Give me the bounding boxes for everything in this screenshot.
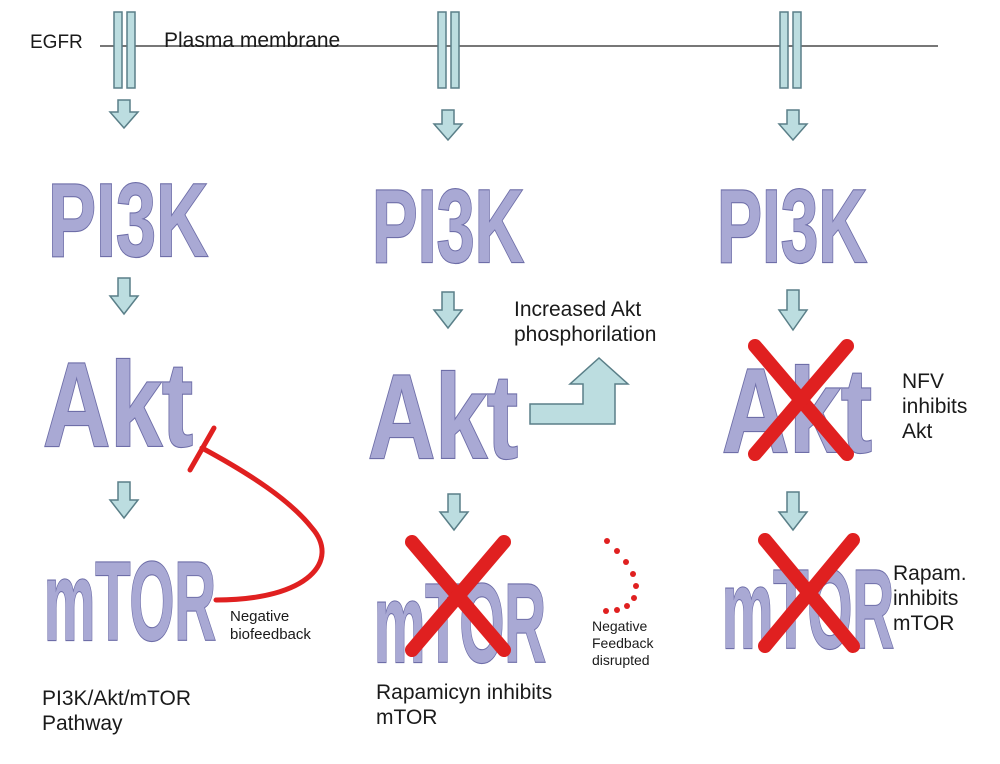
feedback-disrupted-label: Negative Feedback disrupted — [592, 618, 654, 668]
node-pi3k-col1: PI3K — [48, 163, 208, 279]
negative-biofeedback-label: Negative biofeedback — [230, 608, 311, 643]
down-arrow-icon — [432, 109, 464, 142]
nfv-inhibits-akt-label: NFV inhibits Akt — [902, 370, 968, 443]
increased-akt-label: Increased Akt phosphorilation — [514, 298, 657, 346]
rapamycin-caption: Rapamicyn inhibits mTOR — [376, 681, 553, 729]
egfr-label: EGFR — [30, 32, 83, 53]
down-arrow-icon — [108, 481, 140, 520]
down-arrow-icon — [438, 493, 470, 532]
down-arrow-icon — [108, 99, 140, 130]
red-x-icon — [405, 535, 511, 657]
down-arrow-icon — [777, 491, 809, 532]
node-pi3k-col2: PI3K — [372, 169, 524, 285]
node-mtor-col2: mTOR — [374, 561, 546, 686]
down-arrow-icon — [777, 289, 809, 332]
node-pi3k-col3: PI3K — [717, 169, 867, 285]
down-arrow-icon — [108, 277, 140, 316]
red-x-icon — [748, 339, 854, 461]
t-bar-inhibition-icon — [187, 425, 217, 473]
egfr-receptor-2 — [437, 11, 460, 89]
egfr-receptor-3 — [779, 11, 802, 89]
down-arrow-icon — [777, 109, 809, 142]
plasma-membrane-label: Plasma membrane — [164, 29, 341, 52]
disrupted-feedback-dots — [603, 538, 639, 614]
node-mtor-col3: mTOR — [722, 547, 894, 672]
rapam-inhibits-mtor-label: Rapam. inhibits mTOR — [893, 562, 967, 635]
pathway-caption: PI3K/Akt/mTOR Pathway — [42, 687, 191, 735]
node-akt-col1: Akt — [43, 338, 193, 472]
negative-feedback-curve — [199, 445, 325, 603]
node-akt-col2: Akt — [368, 350, 518, 484]
node-mtor-col1: mTOR — [44, 539, 216, 664]
red-x-icon — [758, 533, 860, 653]
egfr-receptor-1 — [113, 11, 136, 89]
increase-arrow-icon — [529, 356, 630, 425]
down-arrow-icon — [432, 291, 464, 330]
